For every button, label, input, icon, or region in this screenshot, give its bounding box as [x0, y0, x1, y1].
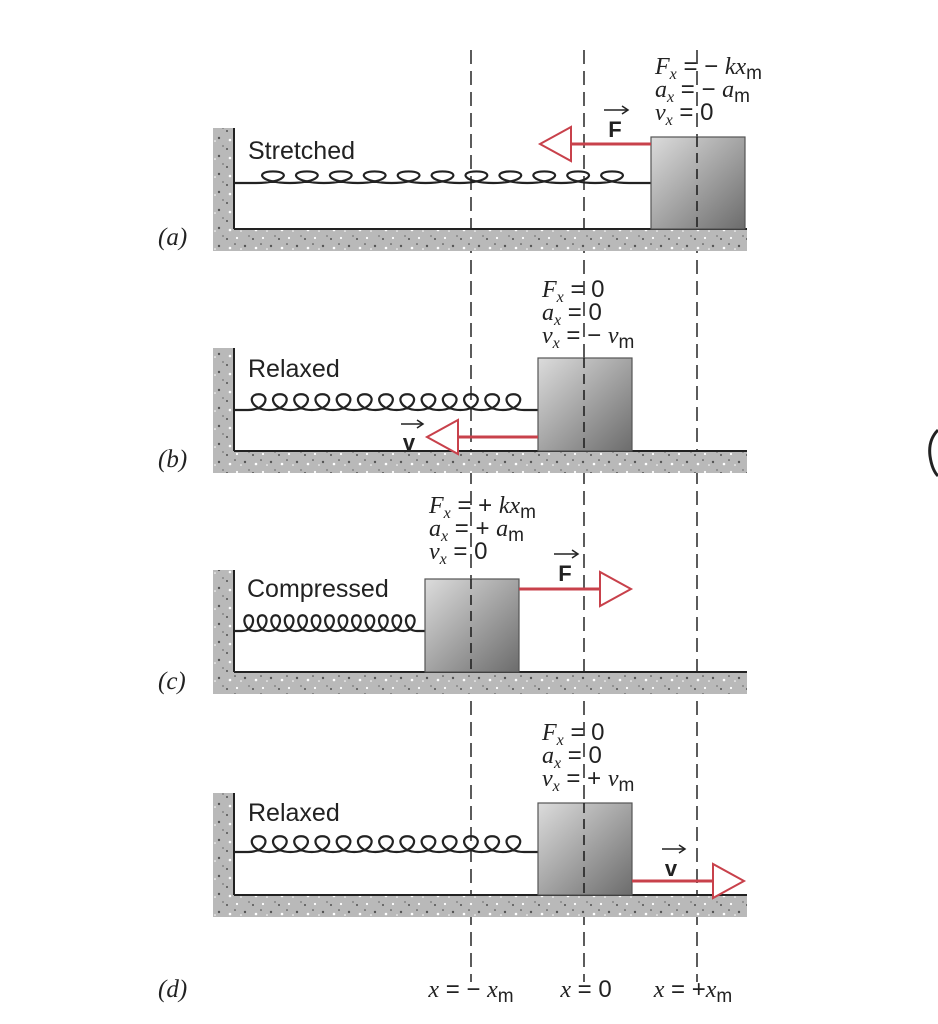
equation-force: Fx = − kxm [654, 53, 762, 84]
wall [213, 793, 233, 917]
block [537, 357, 633, 452]
state-label: Relaxed [248, 799, 340, 827]
block [424, 578, 520, 673]
floor [213, 895, 747, 917]
state-label: Stretched [248, 137, 355, 165]
block [650, 136, 746, 230]
equation-acceleration: ax = + am [429, 515, 524, 546]
spring [234, 614, 425, 633]
equation-force: Fx = + kxm [428, 492, 536, 523]
equation-acceleration: ax = − am [655, 76, 750, 107]
panel-label: (b) [158, 446, 187, 473]
position-label-minus-xm: x = − xm [427, 976, 513, 1007]
vector-hat [604, 105, 630, 115]
vector-label: v [403, 430, 416, 455]
panel-label: (a) [158, 224, 187, 251]
velocity-arrow [424, 418, 538, 456]
equation-force: Fx = 0 [541, 719, 604, 749]
vector-label: v [665, 856, 678, 881]
panel-b: v Relaxed (b) Fx = 0 ax = 0 vx = − vm [158, 276, 747, 473]
vector-hat [662, 844, 687, 854]
velocity-arrow [632, 862, 747, 900]
panel-a: F Stretched (a) Fx = − kxm ax = − am vx … [158, 53, 762, 251]
vector-hat [401, 419, 425, 429]
equation-velocity: vx = + vm [542, 765, 634, 796]
panel-label: (d) [158, 976, 187, 1003]
floor [213, 451, 747, 473]
position-label-plus-xm: x = +xm [653, 976, 733, 1007]
equations: Fx = 0 ax = 0 vx = + vm [541, 719, 634, 796]
position-label-zero: x = 0 [559, 976, 611, 1003]
floor [213, 672, 747, 694]
wall [213, 570, 233, 694]
panel-c: F Compressed (c) Fx = + kxm ax = + am vx… [158, 492, 747, 695]
panel-d: v Relaxed (d) Fx = 0 ax = 0 vx = + vm [158, 719, 747, 1003]
equation-acceleration: ax = 0 [542, 299, 602, 329]
wall [213, 348, 233, 473]
equation-velocity: vx = 0 [655, 99, 713, 129]
force-arrow [537, 125, 651, 163]
equation-velocity: vx = 0 [429, 538, 487, 568]
wall [213, 128, 233, 251]
equations: Fx = − kxm ax = − am vx = 0 [654, 53, 762, 129]
equation-force: Fx = 0 [541, 276, 604, 306]
force-arrow [519, 570, 634, 608]
state-label: Compressed [247, 575, 389, 603]
equation-velocity: vx = − vm [542, 322, 634, 353]
vector-label: F [558, 561, 571, 586]
cropped-shape [928, 428, 938, 478]
block [537, 802, 633, 896]
spring [234, 835, 538, 854]
floor [213, 229, 747, 251]
equation-acceleration: ax = 0 [542, 742, 602, 772]
equations: Fx = 0 ax = 0 vx = − vm [541, 276, 634, 353]
panel-label: (c) [158, 668, 186, 695]
state-label: Relaxed [248, 355, 340, 383]
equations: Fx = + kxm ax = + am vx = 0 [428, 492, 536, 568]
position-labels: x = − xm x = 0 x = +xm [427, 976, 732, 1007]
spring [234, 393, 538, 412]
vector-hat [554, 549, 580, 559]
spring [234, 170, 651, 185]
vector-label: F [608, 117, 621, 142]
